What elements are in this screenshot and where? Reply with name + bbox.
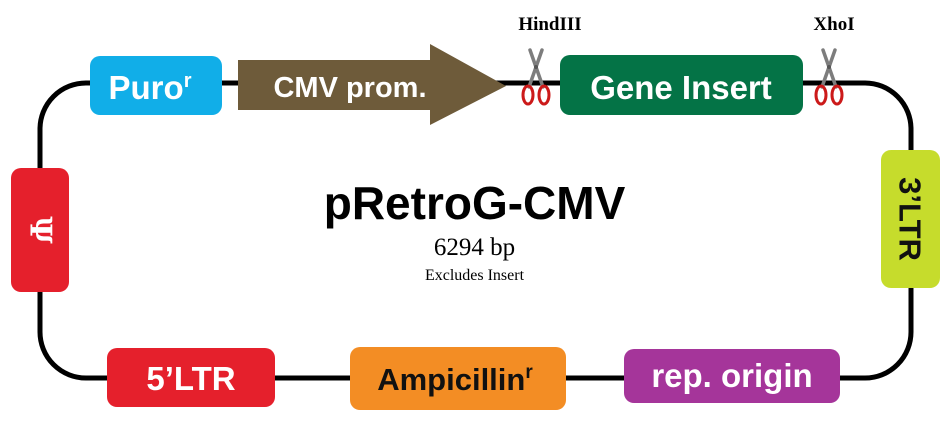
plasmid-size: 6294 bp	[433, 234, 516, 261]
svg-text:Ampicillinr: Ampicillinr	[377, 362, 533, 397]
ampicillin-superscript: r	[525, 362, 533, 383]
gene-insert-box	[560, 55, 803, 115]
ampicillin-label: Ampicillin	[377, 362, 525, 397]
puro-superscript: r	[184, 70, 192, 92]
puro-label: Puro	[109, 69, 184, 106]
puro-box	[90, 56, 222, 115]
feature-psi: Ψ	[11, 168, 69, 292]
feature-cmv-promoter: CMV prom.	[238, 44, 506, 125]
svg-text:Puror: Puror	[109, 69, 192, 106]
feature-rep-origin: rep. origin	[624, 349, 840, 403]
cmv-label: CMV prom.	[273, 72, 426, 104]
feature-5-ltr: 5’LTR	[107, 348, 275, 407]
ampicillin-box	[350, 347, 566, 410]
3-ltr-box	[881, 150, 940, 288]
cmv-arrow	[238, 44, 506, 125]
5-ltr-box	[107, 348, 275, 407]
rep-origin-box	[624, 349, 840, 403]
plasmid-title: pRetroG-CMV	[323, 177, 626, 229]
rep-origin-label: rep. origin	[651, 357, 812, 394]
xhoi-label: XhoI	[813, 14, 854, 35]
scissors-icon	[521, 48, 551, 106]
feature-puro: Puror	[90, 56, 222, 115]
plasmid-note: Excludes Insert	[424, 267, 525, 284]
site-hindiii: HindIII	[518, 14, 582, 106]
plasmid-backbone	[37, 80, 914, 381]
3-ltr-label: 3’LTR	[893, 177, 928, 261]
feature-3-ltr: 3’LTR	[881, 150, 940, 288]
psi-box	[11, 168, 69, 292]
gene-insert-label: Gene Insert	[590, 69, 772, 106]
psi-label: Ψ	[23, 216, 58, 244]
feature-ampicillin: Ampicillinr	[350, 347, 566, 410]
hindiii-label: HindIII	[518, 14, 581, 35]
5-ltr-label: 5’LTR	[146, 360, 235, 397]
scissors-icon	[814, 48, 844, 106]
site-xhoi: XhoI	[813, 14, 855, 106]
feature-gene-insert: Gene Insert	[560, 55, 803, 115]
